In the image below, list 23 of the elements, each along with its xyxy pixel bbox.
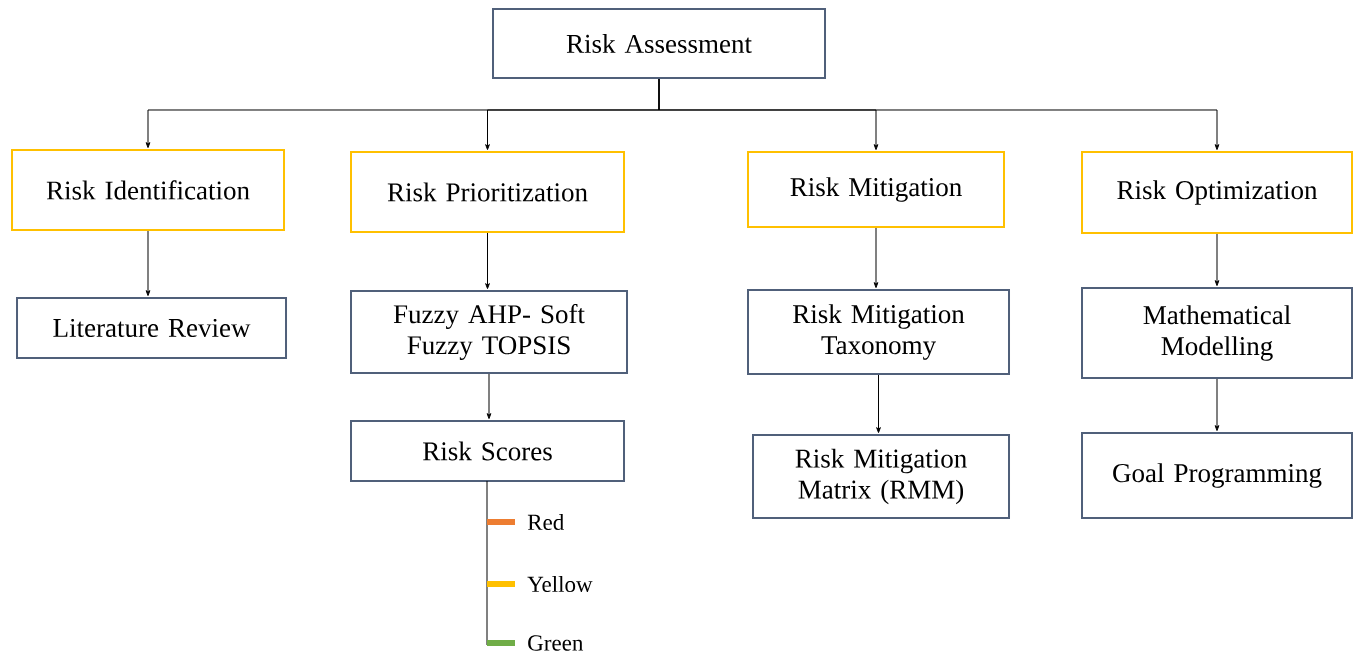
process-box: Mathematical Modelling — [1081, 287, 1353, 379]
process-box: Risk Mitigation Taxonomy — [747, 289, 1010, 375]
process-box: Risk Scores — [350, 420, 625, 482]
stage-box: Risk Identification — [11, 149, 285, 231]
process-box: Literature Review — [16, 297, 287, 359]
arrow — [873, 227, 879, 289]
legend-label: Green — [528, 635, 584, 651]
process-box: Risk Assessment — [492, 8, 826, 79]
arrow — [1214, 378, 1220, 432]
arrow — [485, 232, 490, 290]
legend-label: Red — [527, 513, 564, 531]
stage-box: Risk Optimization — [1081, 151, 1353, 234]
arrow — [145, 230, 151, 297]
process-box: Fuzzy AHP- Soft Fuzzy TOPSIS — [350, 290, 628, 374]
arrow — [876, 374, 881, 434]
legend-label: Yellow — [527, 575, 593, 593]
stage-box: Risk Mitigation — [747, 151, 1005, 228]
arrow — [486, 373, 492, 420]
process-box: Risk Mitigation Matrix (RMM) — [752, 434, 1010, 519]
stage-box: Risk Prioritization — [350, 151, 625, 233]
arrow — [1214, 233, 1220, 287]
process-box: Goal Programming — [1081, 432, 1353, 519]
arrow — [658, 78, 1220, 151]
